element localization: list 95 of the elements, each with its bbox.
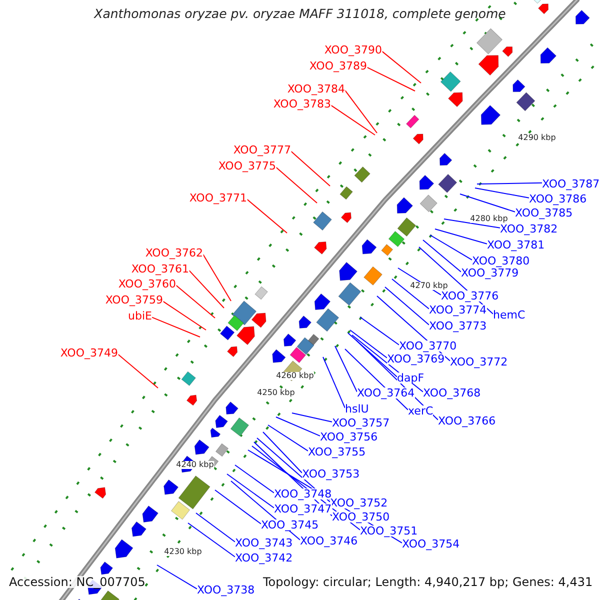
gene-label: XOO_3759 xyxy=(105,294,163,306)
leader-line xyxy=(344,90,378,134)
gene-label: hslU xyxy=(345,404,369,414)
gene-label: XOO_3738 xyxy=(197,584,255,596)
gene-label: ubiE xyxy=(128,310,152,322)
gene-label: XOO_3773 xyxy=(429,320,487,332)
leader-line xyxy=(422,240,462,272)
gene-label: XOO_3775 xyxy=(218,160,276,172)
leader-line xyxy=(474,188,530,198)
gene-label: XOO_3762 xyxy=(145,248,203,258)
gene-label: XOO_3745 xyxy=(261,520,319,530)
gene-label: XOO_3750 xyxy=(332,512,390,522)
gene-label: XOO_3790 xyxy=(324,44,382,56)
gene-label: XOO_3760 xyxy=(118,278,176,290)
leader-line xyxy=(156,564,198,590)
gene-label: XOO_3776 xyxy=(441,290,499,302)
leader-line xyxy=(152,316,200,338)
leader-line xyxy=(276,166,318,204)
gene-label: XOO_3753 xyxy=(302,468,360,480)
leader-line xyxy=(382,50,422,84)
gene-label: XOO_3749 xyxy=(60,348,118,358)
leader-line xyxy=(444,218,500,228)
leader-line xyxy=(262,432,302,474)
leader-line xyxy=(176,284,216,318)
gene-label: XOO_3748 xyxy=(274,488,332,500)
gene-label: XOO_3787 xyxy=(542,178,600,190)
gene-label: XOO_3774 xyxy=(429,304,487,316)
leader-line xyxy=(430,234,472,260)
leader-line xyxy=(292,412,332,422)
leader-line xyxy=(234,464,274,494)
leader-line xyxy=(202,254,232,302)
scale-label: 4240 kbp xyxy=(176,461,214,469)
gene-label: xerC xyxy=(408,406,434,416)
leader-line xyxy=(290,150,330,186)
leader-line xyxy=(476,182,542,184)
gene-label: XOO_3785 xyxy=(515,208,573,218)
leader-line xyxy=(268,424,308,452)
gene-label: XOO_3754 xyxy=(402,538,460,550)
leader-line xyxy=(350,330,388,358)
gene-label: XOO_3780 xyxy=(472,256,530,266)
scale-label: 4280 kbp xyxy=(470,215,508,223)
leader-line xyxy=(196,512,236,542)
leader-line xyxy=(334,346,358,392)
gene-label: XOO_3782 xyxy=(500,224,558,234)
gene-label: XOO_3746 xyxy=(300,536,358,546)
leader-line xyxy=(460,194,516,212)
leader-line xyxy=(226,474,274,508)
scale-label: 4230 kbp xyxy=(164,548,202,556)
gene-label: XOO_3771 xyxy=(189,192,247,204)
gene-label: XOO_3781 xyxy=(487,240,545,250)
gene-label: hemC xyxy=(493,310,526,320)
leader-line xyxy=(188,270,224,308)
gene-label: XOO_3783 xyxy=(273,98,331,110)
scale-label: 4250 kbp xyxy=(257,389,295,397)
gene-label: XOO_3751 xyxy=(360,526,418,536)
accession-text: Accession: NC_007705 xyxy=(9,576,146,588)
leader-line xyxy=(392,278,430,310)
gene-label: XOO_3777 xyxy=(233,144,291,156)
gene-label: XOO_3761 xyxy=(131,264,189,274)
gene-label: XOO_3784 xyxy=(287,84,345,94)
gene-label: XOO_3743 xyxy=(235,538,293,548)
gene-label: XOO_3779 xyxy=(461,268,519,278)
genome-stats-text: Topology: circular; Length: 4,940,217 bp; Genes: 4,431 xyxy=(263,576,593,588)
gene-label: XOO_3755 xyxy=(308,446,366,458)
scale-label: 4270 kbp xyxy=(410,282,448,290)
gene-label: dapF xyxy=(397,372,424,384)
gene-label: XOO_3764 xyxy=(357,388,415,398)
leader-line xyxy=(360,316,400,346)
leader-line xyxy=(276,416,320,436)
leader-line xyxy=(322,356,346,408)
leader-line xyxy=(434,228,488,244)
leader-line xyxy=(330,104,376,136)
gene-label: XOO_3789 xyxy=(309,60,367,72)
gene-label: XOO_3742 xyxy=(235,552,293,564)
gene-label: XOO_3768 xyxy=(423,388,481,398)
gene-label: XOO_3786 xyxy=(529,194,587,204)
title: Xanthomonas oryzae pv. oryzae MAFF 311018, complete genome xyxy=(94,8,506,20)
gene-label: XOO_3757 xyxy=(332,418,390,428)
gene-label: XOO_3766 xyxy=(438,416,496,426)
gene-label: XOO_3747 xyxy=(274,504,332,514)
leader-line xyxy=(366,66,416,92)
gene-label: XOO_3756 xyxy=(320,432,378,442)
leader-line xyxy=(162,300,206,330)
leader-line xyxy=(214,490,262,524)
leader-line xyxy=(246,198,288,234)
gene-label: XOO_3772 xyxy=(450,356,508,368)
scale-label: 4290 kbp xyxy=(518,134,556,142)
scale-label: 4260 kbp xyxy=(276,372,314,380)
gene-label: XOO_3752 xyxy=(330,498,388,508)
leader-line xyxy=(348,332,398,378)
gene-label: XOO_3770 xyxy=(399,340,457,352)
leader-line xyxy=(188,522,236,558)
leader-line xyxy=(118,354,158,388)
gene-label: XOO_3769 xyxy=(387,354,445,364)
leader-line xyxy=(384,286,430,326)
